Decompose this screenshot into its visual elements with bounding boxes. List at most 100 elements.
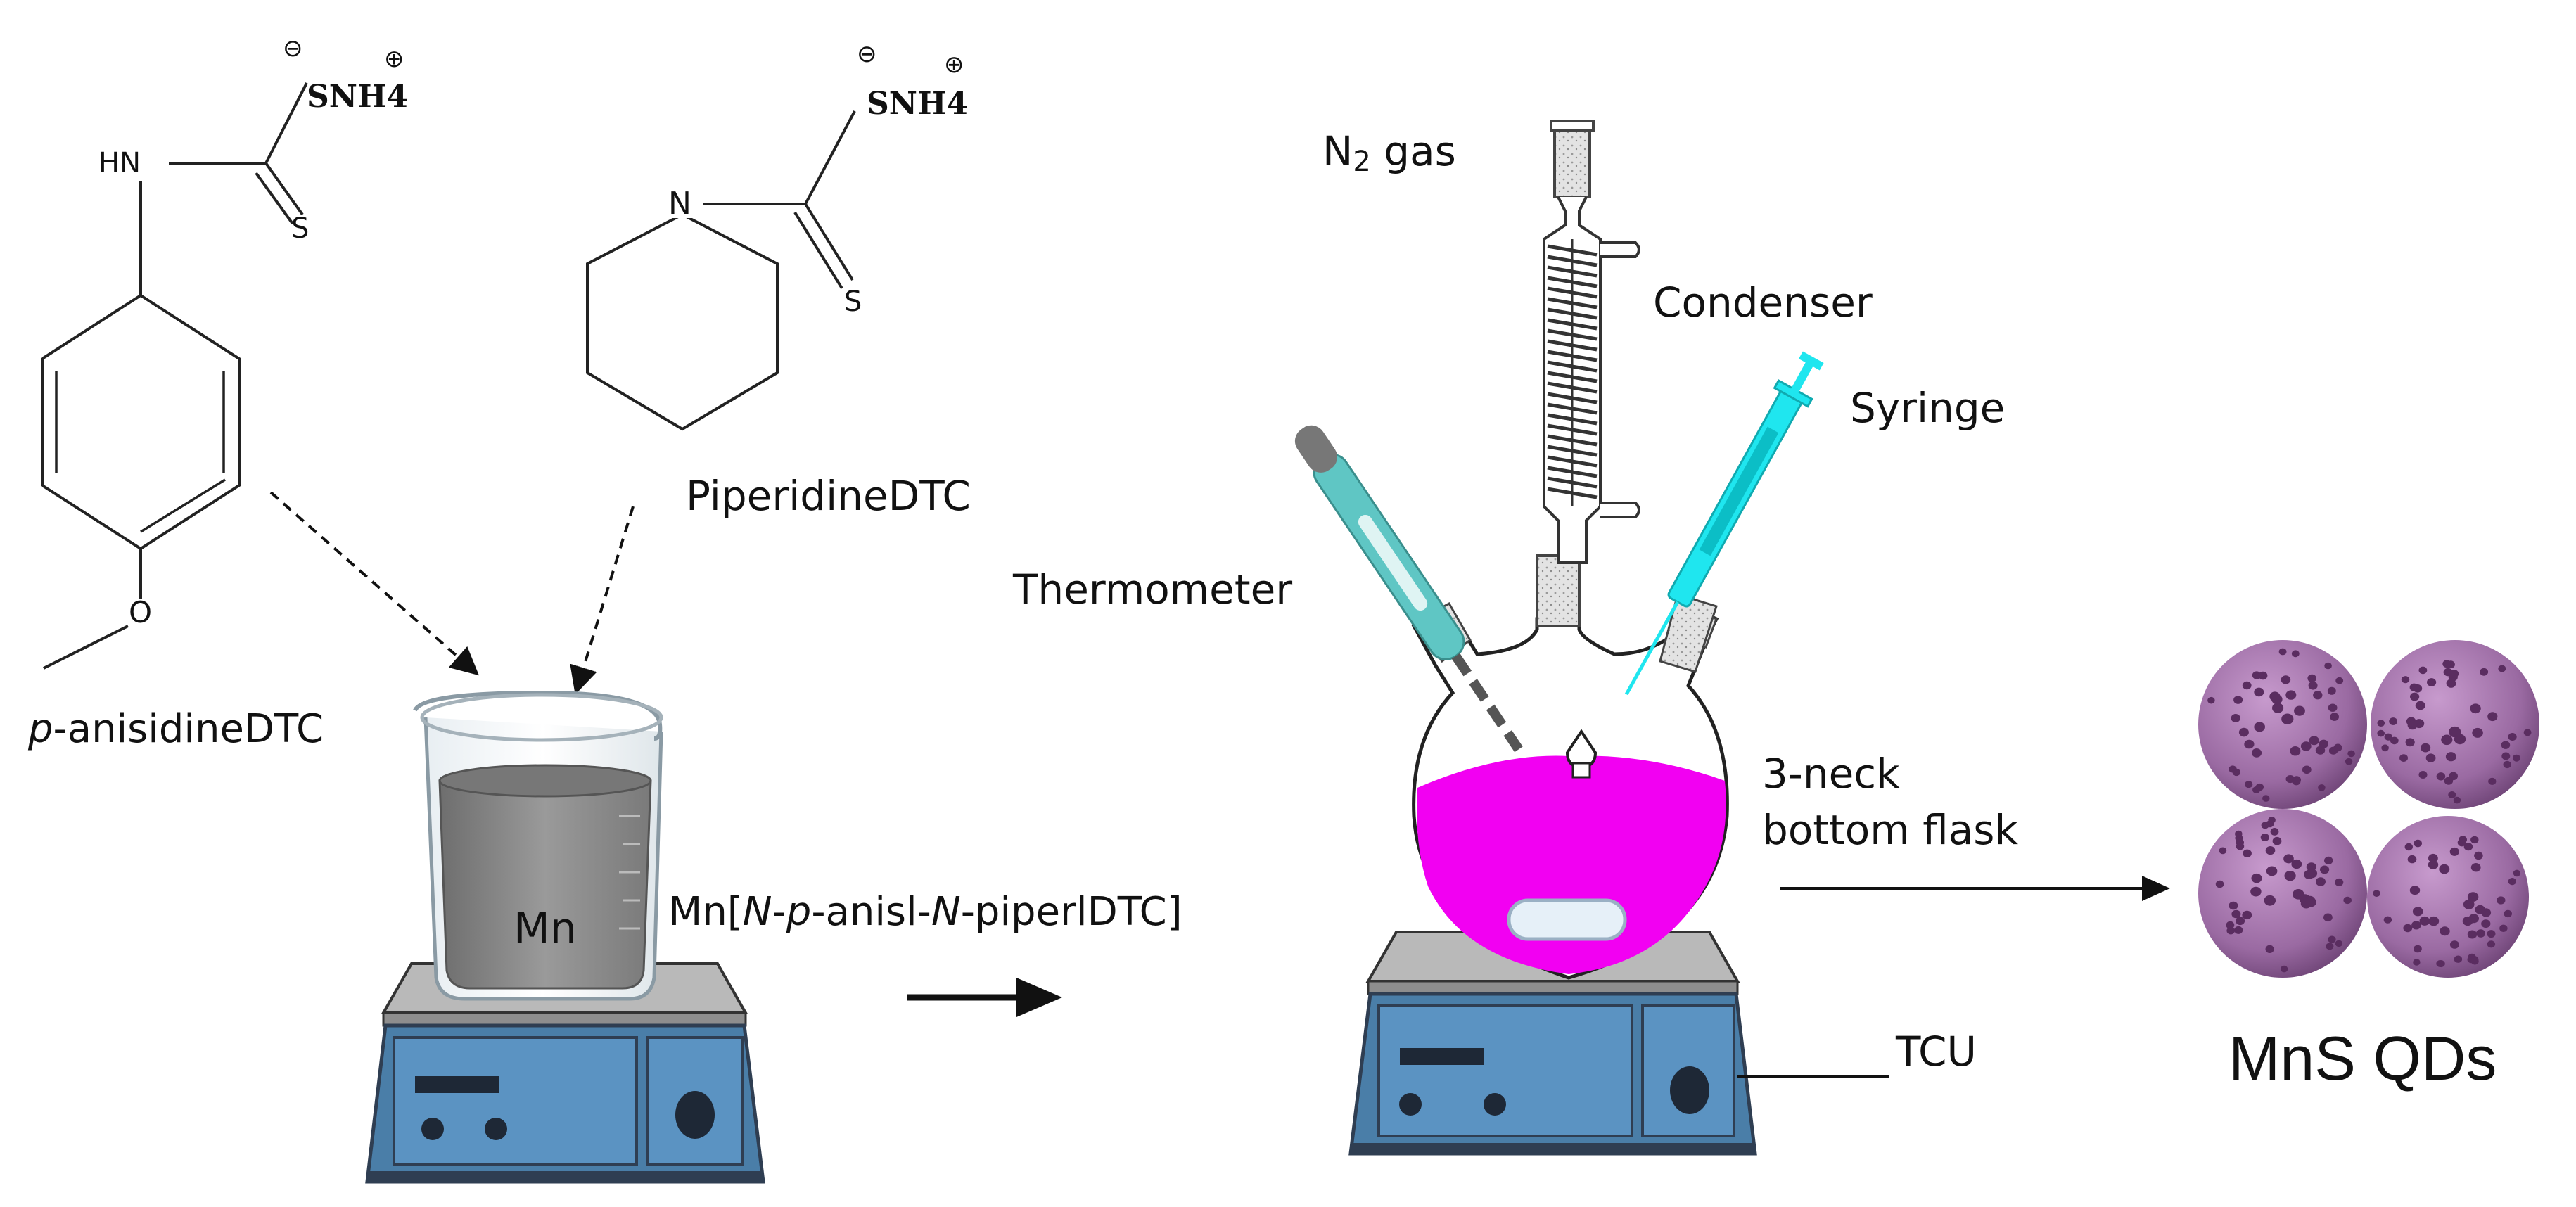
anisidine-name-prefix: p — [27, 706, 53, 752]
quantum-dot-pit — [2459, 836, 2468, 844]
quantum-dot-pit — [2244, 739, 2255, 749]
thermometer — [1294, 425, 1523, 753]
quantum-dot-pit — [2508, 878, 2516, 886]
quantum-dot-pit — [2291, 859, 2302, 869]
quantum-dot-pit — [2440, 926, 2450, 936]
quantum-dot-pit — [2226, 921, 2235, 929]
quantum-dot-pit — [2449, 847, 2459, 856]
quantum-dot-pit — [2384, 733, 2392, 741]
display-panel — [1400, 1048, 1484, 1065]
gas-subscript: 2 — [1353, 146, 1370, 178]
p-anisidine-dtc-structure — [41, 82, 308, 670]
complex-label: Mn[N-p-anisl-N-piperlDTC] — [668, 889, 1182, 935]
quantum-dot-pit — [2377, 729, 2385, 737]
complex-part: N — [931, 889, 961, 935]
quantum-dot-pit — [2428, 853, 2438, 863]
quantum-dot — [2367, 816, 2529, 978]
piperidine-ring — [586, 212, 779, 431]
quantum-dot-pit — [2436, 772, 2446, 781]
quantum-dot-pit — [2343, 896, 2352, 905]
quantum-dot-pit — [2243, 849, 2252, 858]
quantum-dot-pit — [2508, 733, 2517, 741]
oxygen-label: O — [129, 595, 152, 630]
quantum-dot-pit — [2476, 929, 2486, 938]
quantum-dot-pit — [2270, 828, 2279, 836]
quantum-dot-pit — [2315, 746, 2326, 755]
quantum-dot-pit — [2428, 860, 2439, 869]
gas-rest: gas — [1371, 127, 1456, 175]
quantum-dot-pit — [2481, 908, 2492, 917]
quantum-dot-pit — [2425, 753, 2436, 762]
quantum-dot-pit — [2266, 866, 2278, 876]
quantum-dot-pit — [2463, 899, 2475, 909]
quantum-dot-pit — [2306, 862, 2316, 871]
quantum-dot-pit — [2260, 834, 2269, 841]
quantum-dot-pit — [2328, 746, 2338, 755]
piperidine-negative-charge-icon: ⊖ — [857, 40, 877, 68]
negative-charge-icon: ⊖ — [283, 34, 303, 63]
quantum-dot-pit — [2409, 683, 2418, 691]
quantum-dot-pit — [2232, 768, 2240, 777]
quantum-dot-pit — [2453, 796, 2461, 804]
quantum-dot-pit — [2236, 917, 2245, 926]
beaker — [413, 690, 663, 1001]
tcu-label: TCU — [1895, 1028, 1977, 1075]
quantum-dot-pit — [2411, 921, 2421, 930]
quantum-dot-pit — [2449, 726, 2461, 738]
quantum-dot-pit — [2226, 926, 2235, 935]
control-knob — [421, 1118, 444, 1140]
quantum-dot-pit — [2403, 924, 2413, 933]
quantum-dot-pit — [2290, 746, 2301, 756]
quantum-dot-pit — [2488, 777, 2497, 785]
quantum-dot-pit — [2503, 760, 2511, 769]
quantum-dot-pit — [2470, 863, 2481, 872]
anisidine-name-rest: -anisidineDTC — [53, 706, 324, 752]
quantum-dot-pit — [2462, 916, 2473, 926]
benzene-ring — [41, 293, 241, 551]
quantum-dot-pit — [2302, 765, 2312, 774]
quantum-dot-pit — [2327, 686, 2336, 695]
quantum-dot-pit — [2300, 741, 2312, 751]
quantum-dot-pit — [2383, 916, 2392, 924]
quantum-dot-pit — [2390, 736, 2399, 745]
quantum-dot-pit — [2419, 916, 2430, 926]
quantum-dot-pit — [2281, 675, 2291, 684]
quantum-dot-pit — [2251, 873, 2262, 883]
stir-bar — [1507, 898, 1627, 941]
quantum-dot-pit — [2414, 945, 2422, 953]
piperidine-to-beaker-arrow — [570, 506, 635, 695]
quantum-dot-pit — [2207, 696, 2215, 704]
control-knob — [675, 1091, 715, 1139]
quantum-dot-pit — [2487, 712, 2498, 722]
quantum-dot-pit — [2472, 727, 2483, 738]
flask-label-line1: 3-neck — [1762, 750, 1900, 798]
quantum-dot-pit — [2229, 901, 2238, 910]
quantum-dot-pit — [2463, 843, 2473, 851]
quantum-dot-pit — [2410, 692, 2420, 701]
quantum-dot-pit — [2283, 854, 2294, 864]
quantum-dot-pit — [2373, 890, 2380, 897]
quantum-dot-pit — [2467, 930, 2478, 939]
positive-charge-icon: ⊕ — [384, 45, 404, 73]
three-neck-flask — [1411, 554, 1729, 980]
quantum-dot-pit — [2268, 817, 2276, 824]
quantum-dot-pit — [2401, 676, 2410, 684]
gas-symbol: N — [1322, 127, 1353, 175]
complex-part: -anisl- — [811, 889, 931, 935]
quantum-dot-pit — [2245, 781, 2253, 788]
quantum-dot-pit — [2409, 886, 2421, 895]
control-knob — [1484, 1093, 1506, 1116]
quantum-dot-pit — [2441, 734, 2453, 746]
quantum-dot-pit — [2330, 713, 2340, 721]
quantum-dot-pit — [2399, 754, 2408, 762]
quantum-dot-pit — [2254, 722, 2265, 732]
quantum-dot-pit — [2412, 907, 2423, 917]
quantum-dot-pit — [2480, 668, 2489, 676]
quantum-dot-pit — [2407, 720, 2418, 730]
quantum-dot-pit — [2427, 678, 2437, 686]
quantum-dot-pit — [2377, 720, 2385, 727]
quantum-dot-pit — [2504, 909, 2512, 918]
quantum-dot-pit — [2294, 705, 2305, 716]
quantum-dot-pit — [2281, 713, 2294, 724]
